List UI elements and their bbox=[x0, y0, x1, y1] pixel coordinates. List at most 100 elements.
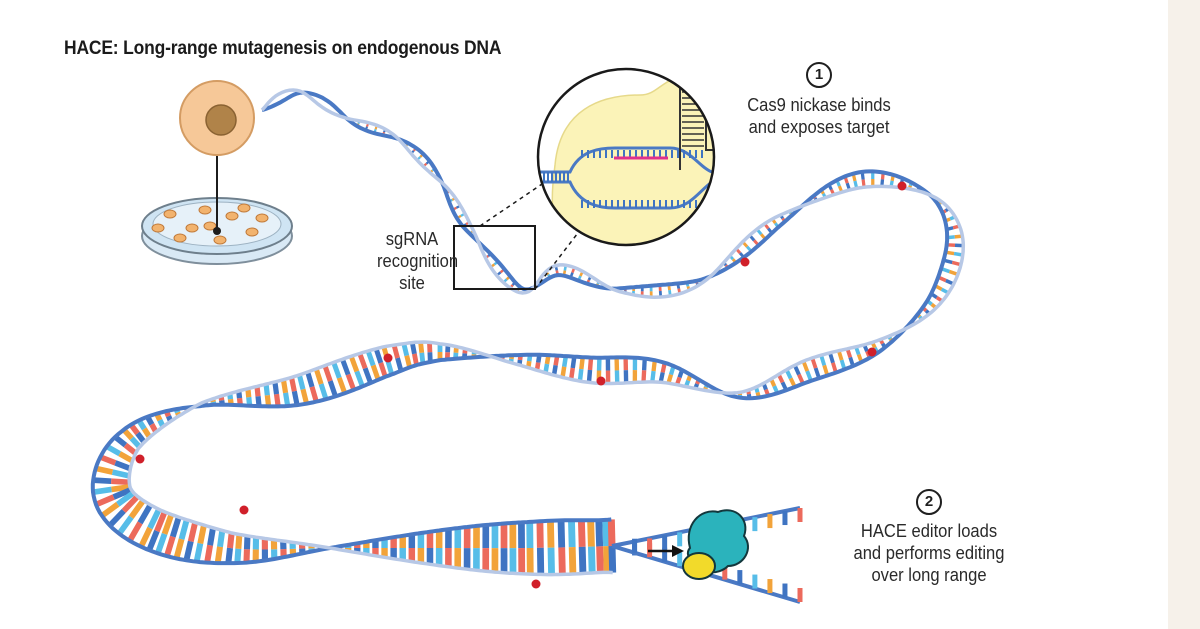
step-2-number: 2 bbox=[916, 489, 942, 515]
base-pair bbox=[578, 546, 587, 574]
base-pair bbox=[577, 368, 584, 382]
side-panel bbox=[1168, 0, 1200, 629]
base-pair bbox=[183, 540, 194, 561]
base-pair bbox=[164, 535, 176, 557]
base-pair bbox=[607, 519, 616, 547]
base-pair bbox=[95, 465, 114, 475]
base-pair bbox=[154, 510, 168, 533]
base-pair bbox=[577, 520, 586, 547]
base-pair bbox=[404, 354, 413, 368]
step-2-label: HACE editor loads and performs editing o… bbox=[841, 520, 1018, 586]
base-pair bbox=[568, 547, 577, 575]
base-pair bbox=[365, 350, 376, 367]
dish-cell bbox=[237, 203, 251, 213]
base-pair bbox=[558, 547, 566, 575]
hace-editor-icon bbox=[682, 509, 749, 580]
base-pair bbox=[568, 367, 575, 380]
base-pair bbox=[118, 451, 134, 464]
base-pair bbox=[603, 546, 611, 573]
base-pair bbox=[137, 503, 153, 525]
base-pair bbox=[272, 381, 280, 395]
base-pair bbox=[217, 530, 226, 548]
mutation-dot bbox=[740, 257, 750, 267]
arrow-icon bbox=[648, 545, 684, 557]
base-pair bbox=[291, 390, 300, 406]
dish-cell bbox=[213, 235, 227, 245]
base-pair bbox=[116, 490, 136, 507]
base-pair bbox=[204, 544, 214, 564]
base-pair bbox=[282, 392, 291, 407]
base-pair bbox=[107, 508, 126, 528]
base-pair bbox=[331, 361, 342, 379]
dish-cell bbox=[173, 233, 187, 243]
base-pair bbox=[161, 513, 175, 535]
base-pair bbox=[92, 486, 112, 495]
base-pair bbox=[801, 360, 810, 372]
base-pair bbox=[819, 354, 827, 366]
base-pair bbox=[214, 546, 223, 564]
base-pair bbox=[596, 546, 604, 573]
recognition-label-line-1: sgRNA bbox=[385, 229, 439, 249]
base-pair bbox=[280, 379, 289, 394]
dish-cell bbox=[151, 223, 165, 233]
step-1-line-1: Cas9 nickase binds bbox=[747, 95, 891, 115]
step-2-line-1: HACE editor loads bbox=[860, 521, 998, 541]
base-pair bbox=[234, 548, 242, 564]
base-pair bbox=[129, 436, 142, 449]
base-pair bbox=[305, 371, 315, 388]
figure-title: HACE: Long-range mutagenesis on endogeno… bbox=[64, 38, 502, 59]
base-pair bbox=[187, 521, 199, 543]
base-pair bbox=[289, 376, 297, 392]
dish-cell bbox=[185, 223, 199, 233]
base-pair bbox=[273, 393, 281, 407]
base-pair bbox=[111, 469, 130, 479]
base-pair bbox=[650, 370, 656, 383]
base-pair bbox=[409, 342, 417, 355]
base-pair bbox=[354, 370, 365, 388]
base-pair bbox=[586, 369, 593, 383]
base-pair bbox=[94, 494, 115, 508]
dish-cell bbox=[225, 211, 239, 221]
recognition-site-box bbox=[453, 225, 536, 290]
base-pair bbox=[99, 454, 117, 466]
base-pair bbox=[263, 383, 270, 396]
base-pair bbox=[154, 532, 168, 555]
base-pair bbox=[111, 478, 130, 486]
base-pair bbox=[568, 520, 576, 548]
dna-helix bbox=[90, 88, 966, 604]
base-pair bbox=[362, 367, 373, 384]
base-pair bbox=[327, 380, 338, 398]
base-pair bbox=[602, 519, 611, 547]
base-pair bbox=[112, 486, 133, 500]
base-pair bbox=[395, 357, 404, 372]
dish-cell bbox=[255, 213, 269, 223]
dish-cell bbox=[245, 227, 259, 237]
mutation-dot bbox=[867, 347, 877, 357]
base-pair bbox=[336, 376, 348, 395]
base-pair bbox=[114, 460, 132, 472]
base-pair bbox=[243, 549, 251, 563]
base-pair bbox=[173, 538, 185, 560]
dish-cell bbox=[198, 205, 212, 215]
base-pair bbox=[169, 516, 182, 538]
step-2-line-2: and performs editing bbox=[853, 543, 1005, 563]
base-pair bbox=[810, 357, 818, 369]
magnifier-circle bbox=[536, 67, 716, 247]
mutation-dot bbox=[897, 181, 907, 191]
base-pair bbox=[357, 352, 368, 370]
base-pair bbox=[309, 386, 319, 403]
step-1-line-2: and exposes target bbox=[748, 117, 890, 137]
base-pair bbox=[178, 518, 190, 540]
step-1-label: Cas9 nickase binds and exposes target bbox=[733, 94, 904, 138]
base-pair bbox=[313, 368, 324, 385]
base-pair bbox=[138, 526, 153, 548]
base-pair bbox=[608, 545, 617, 573]
base-pair bbox=[587, 520, 595, 547]
base-pair bbox=[560, 366, 567, 378]
base-pair bbox=[641, 370, 647, 383]
base-pair bbox=[197, 524, 207, 544]
base-pair bbox=[322, 364, 333, 382]
mutation-dot bbox=[383, 353, 393, 363]
base-pair bbox=[100, 501, 120, 519]
